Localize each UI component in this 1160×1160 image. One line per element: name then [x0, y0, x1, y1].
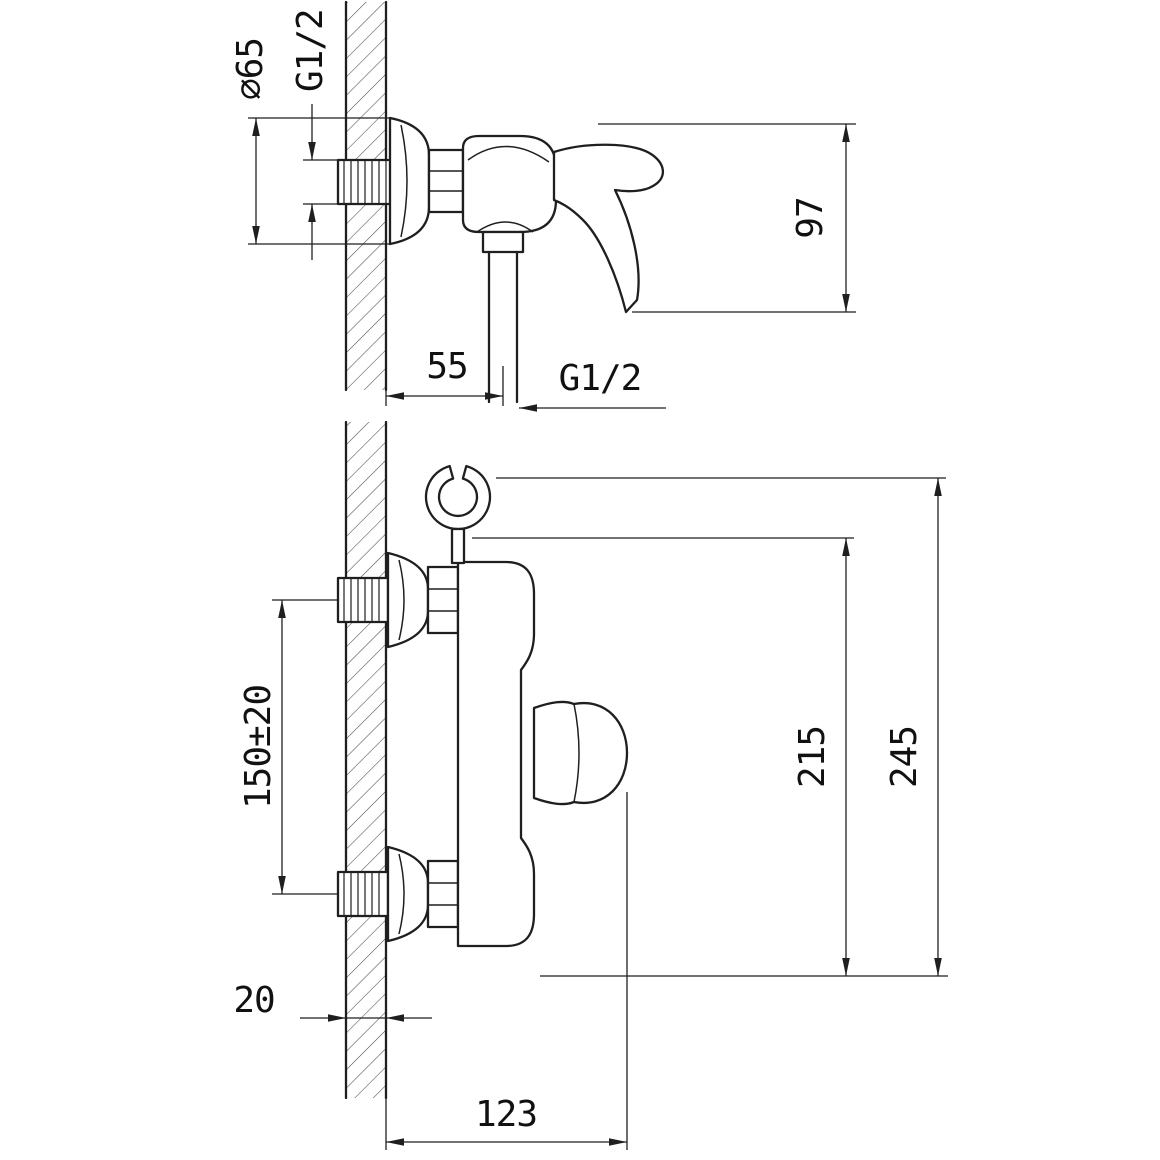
- dim-label-projection: 123: [475, 1094, 537, 1135]
- dim-label-wall-offset: 20: [233, 980, 274, 1021]
- dim-label-inlet-spacing: 150±20: [238, 685, 279, 809]
- dim-label-flange-diameter: ∅65: [230, 38, 271, 100]
- upper-escutcheon: [386, 551, 460, 649]
- dim-wall-to-outlet: 55: [385, 346, 504, 406]
- valve-body: [461, 134, 558, 234]
- dim-overall-height: 245: [496, 477, 946, 976]
- dim-projection: 123: [385, 792, 628, 1150]
- wall-hatch: [346, 422, 386, 1098]
- front-view: 150±20 215 245 20 123: [233, 420, 948, 1150]
- inlet-thread-shape: [336, 158, 394, 206]
- shower-hook: [424, 464, 492, 565]
- dim-label-wall-to-outlet: 55: [426, 346, 467, 387]
- dim-body-height: 97: [598, 123, 856, 313]
- dim-body-span: 215: [472, 537, 948, 977]
- lower-escutcheon: [386, 845, 460, 943]
- dim-label-body-height: 97: [790, 197, 831, 238]
- hook-stem: [450, 527, 466, 565]
- lower-inlet-thread: [336, 870, 390, 918]
- dim-wall-offset: 20: [233, 980, 432, 1022]
- dim-label-overall-height: 245: [884, 726, 925, 788]
- hex-nut-side: [427, 148, 465, 214]
- top-view: ∅65 G1/2 97 55 G1/2: [230, 0, 856, 412]
- dim-label-body-span: 215: [792, 726, 833, 788]
- dim-outlet-thread: G1/2: [519, 358, 666, 412]
- mixer-body: [456, 560, 536, 948]
- handle-knob: [532, 700, 629, 806]
- dim-label-outlet-thread: G1/2: [559, 358, 642, 399]
- escutcheon-side: [388, 116, 431, 246]
- outlet-pipe: [481, 230, 525, 404]
- dim-inlet-spacing: 150±20: [238, 599, 338, 895]
- dim-inlet-thread: G1/2: [290, 9, 338, 260]
- wall-section-front: [344, 420, 388, 1100]
- dim-label-inlet-thread: G1/2: [290, 9, 331, 92]
- dim-flange-diameter: ∅65: [230, 38, 390, 245]
- upper-inlet-thread: [336, 576, 390, 624]
- lever-handle: [552, 143, 665, 314]
